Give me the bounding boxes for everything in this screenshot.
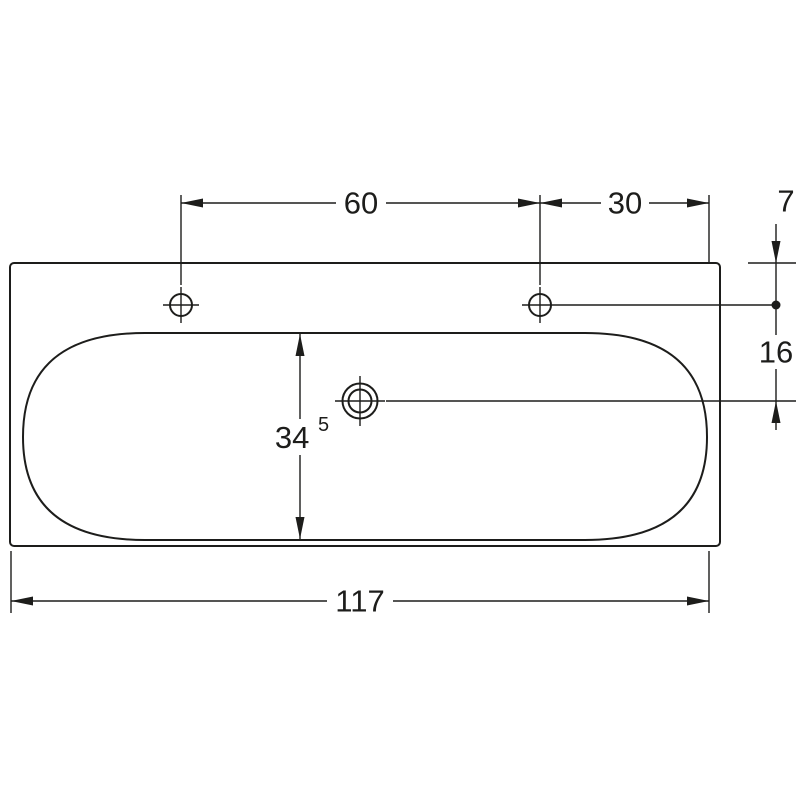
dim-label-117: 117	[335, 584, 384, 619]
tap-hole-left	[163, 287, 199, 323]
drain-hole	[335, 376, 385, 426]
arrowhead-up	[295, 334, 305, 356]
dim-label-60: 60	[344, 186, 378, 221]
dim-rear-edge-to-holes: 7	[748, 184, 796, 336]
arrowhead-right	[518, 198, 540, 208]
bowl-edge	[21, 332, 709, 541]
dim-label-16: 16	[759, 335, 793, 370]
arrowhead-left	[11, 596, 33, 606]
dim-label-34-5: 34 5	[275, 414, 329, 455]
basin-outer-edge	[9, 262, 721, 547]
basin-outline	[9, 262, 721, 547]
basin-bowl	[21, 332, 709, 541]
label-mask	[601, 186, 649, 220]
label-mask	[327, 584, 393, 618]
arrowhead-down	[771, 241, 781, 263]
dim-hole-to-edge: 30	[540, 186, 710, 262]
dim-label-30: 30	[608, 186, 642, 221]
dim-label-7: 7	[777, 184, 794, 219]
dim-bowl-depth: 34 5	[275, 334, 329, 539]
drawing-root: 60 30 7 16	[9, 184, 797, 619]
dim-dot-terminator	[771, 300, 781, 310]
arrowhead-up	[771, 401, 781, 423]
tap-hole-right	[522, 287, 558, 323]
label-mask	[336, 186, 386, 220]
dim-holes-to-drain: 16	[386, 300, 797, 430]
arrowhead-down	[295, 517, 305, 539]
dim-label-sup-5: 5	[318, 414, 329, 436]
dim-label-34: 34	[275, 420, 309, 455]
arrowhead-left	[181, 198, 203, 208]
label-mask	[755, 335, 797, 369]
dim-hole-spacing: 60	[180, 186, 541, 285]
dim-overall-width: 117	[10, 551, 710, 619]
arrowhead-right	[687, 198, 709, 208]
arrowhead-right	[687, 596, 709, 606]
arrowhead-left	[540, 198, 562, 208]
